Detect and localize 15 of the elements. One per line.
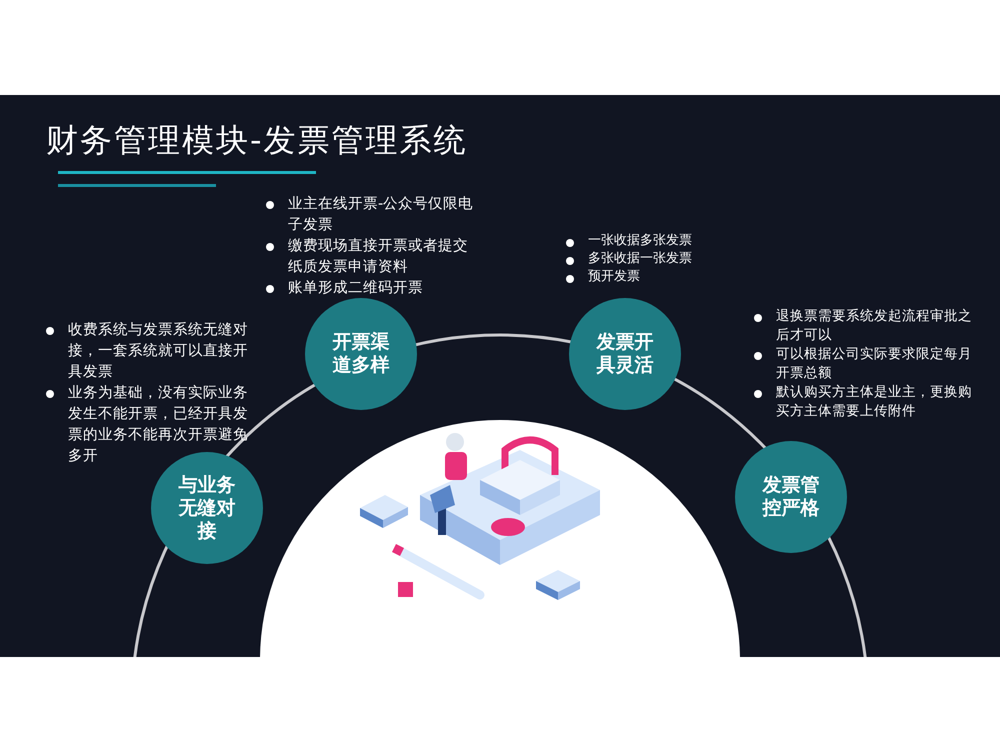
bullet-item: 默认购买方主体是业主，更换购买方主体需要上传附件 (752, 383, 972, 421)
topic-circle: 开票渠道多样 (305, 298, 417, 410)
bullet-item: 账单形成二维码开票 (264, 278, 474, 299)
bullet-item: 业主在线开票-公众号仅限电子发票 (264, 194, 474, 236)
bullet-item: 一张收据多张发票 (564, 232, 734, 250)
bullet-item: 多张收据一张发票 (564, 250, 734, 268)
bullet-item: 收费系统与发票系统无缝对接，一套系统就可以直接开具发票 (44, 320, 256, 383)
topic-circle: 发票开具灵活 (569, 298, 681, 410)
bullet-item: 退换票需要系统发起流程审批之后才可以 (752, 307, 972, 345)
bullet-item: 预开发票 (564, 268, 734, 286)
bullet-item: 可以根据公司实际要求限定每月开票总额 (752, 345, 972, 383)
topic-circle: 发票管控严格 (735, 441, 847, 553)
title: 财务管理模块-发票管理系统 (46, 120, 468, 161)
bullet-item: 缴费现场直接开票或者提交纸质发票申请资料 (264, 236, 474, 278)
topic-circle: 与业务无缝对接 (151, 452, 263, 564)
